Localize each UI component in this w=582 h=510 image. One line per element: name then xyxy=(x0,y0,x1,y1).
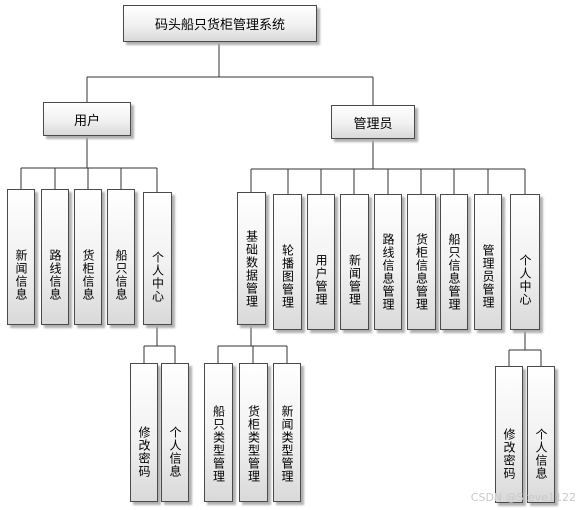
user-ship-info-box: 船只信息 xyxy=(107,189,135,325)
admin-personal-info-box: 个人信息 xyxy=(527,366,555,503)
user-news-info-box: 新闻信息 xyxy=(7,189,35,325)
root-label: 码头船只货柜管理系统 xyxy=(154,18,285,33)
user-personal-info-box: 个人信息 xyxy=(161,363,189,502)
admin-admin-mgmt-box: 管理员管理 xyxy=(474,194,502,330)
admin-personal-center-box: 个人中心 xyxy=(510,194,540,330)
admin-user-mgmt-box: 用户管理 xyxy=(307,194,335,330)
admin-change-password-label: 修改密码 xyxy=(502,427,516,480)
user-container-info-box: 货柜信息 xyxy=(74,189,102,325)
admin-box: 管理员 xyxy=(331,105,415,139)
admin-container-mgmt-label: 货柜信息管理 xyxy=(414,233,429,311)
admin-route-mgmt-label: 路线信息管理 xyxy=(381,233,395,311)
user-personal-center-label: 个人中心 xyxy=(150,250,165,303)
user-label: 用户 xyxy=(73,113,100,129)
admin-container-type-label: 货柜类型管理 xyxy=(246,404,261,483)
user-change-password-label: 修改密码 xyxy=(137,425,151,478)
admin-ship-mgmt-box: 船只信息管理 xyxy=(440,194,468,330)
admin-news-type-box: 新闻类型管理 xyxy=(273,363,301,502)
user-container-info-label: 货柜信息 xyxy=(81,249,95,301)
user-ship-info-label: 船只信息 xyxy=(114,249,128,301)
admin-ship-type-box: 船只类型管理 xyxy=(204,363,233,502)
user-route-info-label: 路线信息 xyxy=(48,249,62,301)
admin-news-mgmt-label: 新闻管理 xyxy=(347,254,362,306)
admin-carousel-label: 轮播图管理 xyxy=(280,243,295,309)
user-news-info-label: 新闻信息 xyxy=(14,249,28,301)
admin-user-mgmt-label: 用户管理 xyxy=(314,254,328,306)
admin-container-type-box: 货柜类型管理 xyxy=(239,363,268,502)
user-box: 用户 xyxy=(43,102,131,136)
user-route-info-box: 路线信息 xyxy=(41,189,69,325)
user-personal-center-box: 个人中心 xyxy=(143,192,172,325)
admin-label: 管理员 xyxy=(353,116,393,132)
admin-basic-data-box: 基础数据管理 xyxy=(237,192,266,325)
admin-news-mgmt-box: 新闻管理 xyxy=(340,194,369,330)
admin-admin-mgmt-label: 管理员管理 xyxy=(481,243,495,309)
user-personal-info-label: 个人信息 xyxy=(168,425,182,478)
admin-ship-mgmt-label: 船只信息管理 xyxy=(447,233,461,311)
root-box: 码头船只货柜管理系统 xyxy=(123,5,317,42)
admin-change-password-box: 修改密码 xyxy=(495,366,523,503)
admin-route-mgmt-box: 路线信息管理 xyxy=(374,194,402,330)
admin-personal-center-label: 个人中心 xyxy=(518,254,532,306)
watermark: CSDN @Steve1122 xyxy=(470,491,576,504)
admin-carousel-box: 轮播图管理 xyxy=(273,194,302,330)
user-change-password-box: 修改密码 xyxy=(130,363,158,502)
admin-personal-info-label: 个人信息 xyxy=(534,427,548,480)
admin-basic-data-label: 基础数据管理 xyxy=(244,229,259,308)
admin-ship-type-label: 船只类型管理 xyxy=(211,404,226,483)
admin-container-mgmt-box: 货柜信息管理 xyxy=(407,194,436,330)
admin-news-type-label: 新闻类型管理 xyxy=(280,404,294,483)
